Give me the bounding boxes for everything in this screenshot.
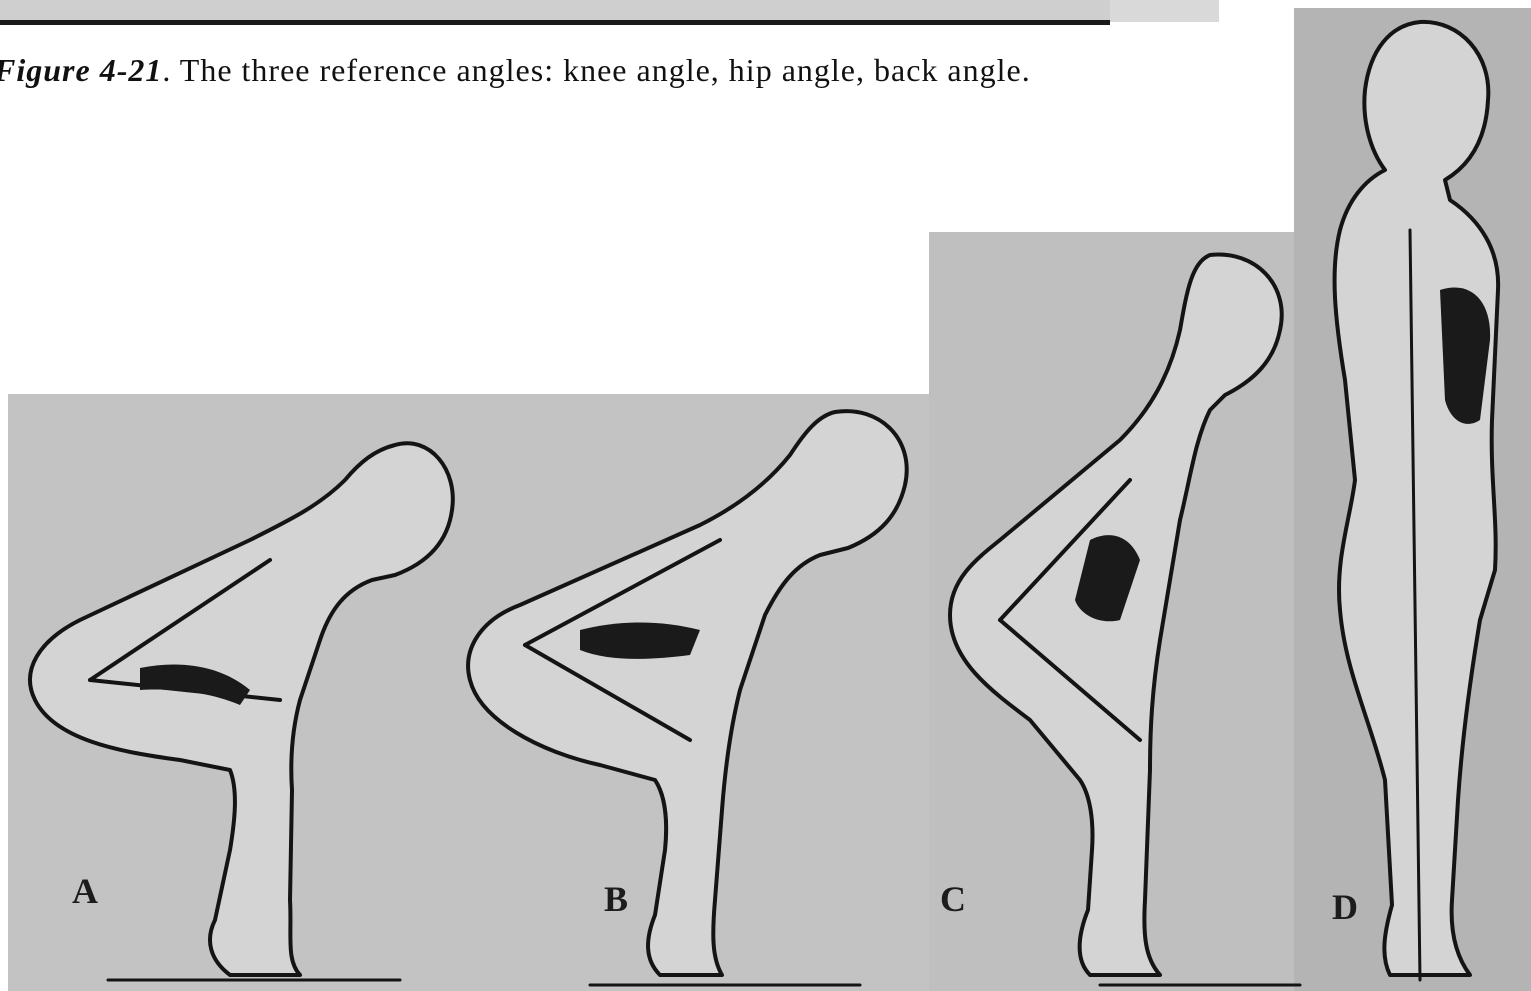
figure-d-silhouette — [1335, 22, 1499, 980]
panel-label-a: A — [72, 870, 98, 912]
panel-label-c: C — [940, 878, 966, 920]
panel-label-b: B — [604, 878, 628, 920]
figure-b-silhouette — [468, 411, 907, 975]
panel-label-d: D — [1332, 886, 1358, 928]
